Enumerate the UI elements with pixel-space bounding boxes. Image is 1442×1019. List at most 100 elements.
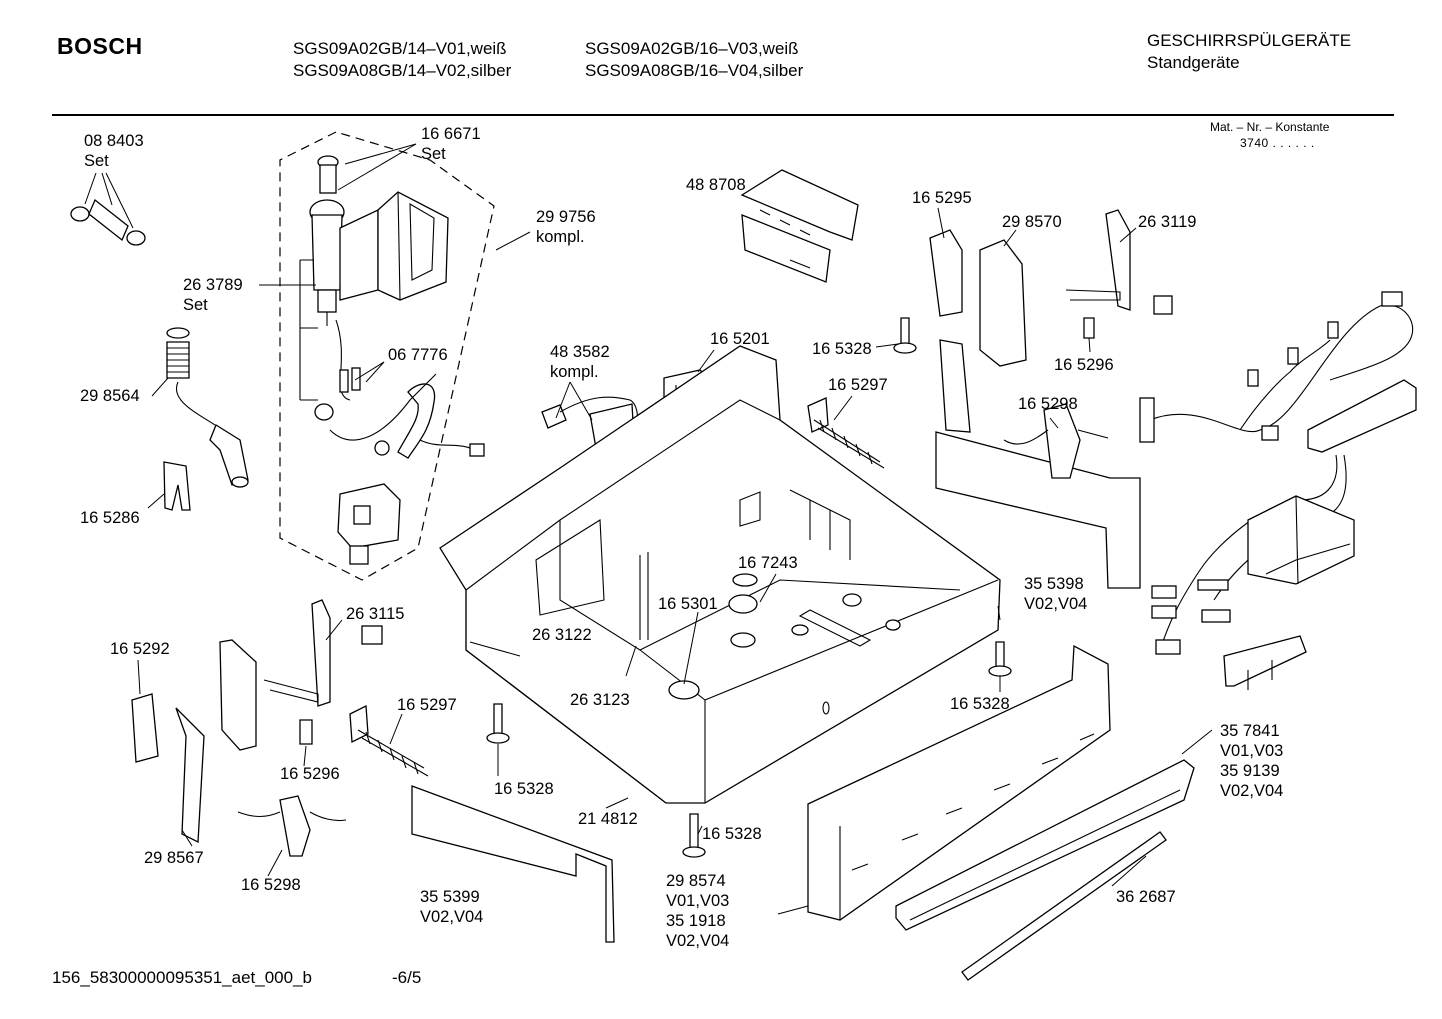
adjustable-foot-drawing	[893, 317, 917, 354]
part-number-label: 48 8708	[686, 176, 746, 194]
part-number-label: 16 5328	[812, 340, 872, 358]
part-number-line: 16 6671	[421, 125, 481, 143]
part-number-label: 16 5296	[1054, 356, 1114, 374]
part-number-line: 16 5201	[710, 330, 770, 348]
part-number-label: 29 8570	[1002, 213, 1062, 231]
part-number-line: 29 8567	[144, 849, 204, 867]
part-number-label: 26 3115	[346, 605, 404, 623]
category-title: GESCHIRRSPÜLGERÄTE	[1147, 31, 1352, 50]
part-number-line: V02,V04	[666, 932, 729, 950]
part-number-line: kompl.	[536, 228, 585, 246]
adjustable-foot-drawing	[988, 641, 1012, 677]
part-number-label: 16 5298	[1018, 395, 1078, 413]
part-number-line: 16 5296	[280, 765, 340, 783]
part-number-line: 16 5301	[658, 595, 718, 613]
part-number-label: 16 5297	[828, 376, 888, 394]
part-number-line: 21 4812	[578, 810, 638, 828]
part-number-line: 35 5398	[1024, 575, 1084, 593]
front-panel-drawing	[895, 759, 1195, 931]
material-number-block: Mat. – Nr. – Konstante 3740 . . . . . .	[1210, 119, 1329, 151]
part-number-label: 26 3122	[532, 626, 592, 644]
model-line: SGS09A08GB/14–V02,silber	[293, 61, 512, 80]
part-number-label: 29 8567	[144, 849, 204, 867]
part-number-line: Set	[421, 145, 446, 163]
category-subtitle: Standgeräte	[1147, 53, 1240, 72]
leader-lines	[137, 143, 1213, 915]
part-number-line: 35 9139	[1220, 762, 1280, 780]
kick-plate-right-drawing	[807, 644, 1111, 921]
part-number-label: 16 5286	[80, 509, 140, 527]
part-number-line: 16 5286	[80, 509, 140, 527]
hinge-spring-drawing	[807, 397, 885, 469]
material-label: Mat. – Nr. – Konstante	[1210, 120, 1330, 134]
part-number-label: 16 5328	[494, 780, 554, 798]
part-number-line: V01,V03	[1220, 742, 1283, 760]
part-number-line: 26 3122	[532, 626, 592, 644]
part-number-label: 16 5297	[397, 696, 457, 714]
part-number-line: 08 8403	[84, 132, 144, 150]
part-number-line: 16 5328	[812, 340, 872, 358]
part-number-line: 26 3789	[183, 276, 243, 294]
part-number-label: 26 3123	[570, 691, 630, 709]
wiring-harness-drawing	[1139, 291, 1417, 690]
model-line: SGS09A08GB/16–V04,silber	[585, 61, 804, 80]
part-number-line: 29 8570	[1002, 213, 1062, 231]
part-number-label: 29 8564	[80, 387, 140, 405]
model-line: SGS09A02GB/14–V01,weiß	[293, 39, 507, 58]
part-number-line: 16 5328	[494, 780, 554, 798]
control-module-drawing	[740, 169, 859, 283]
adjustable-foot-drawing	[682, 813, 706, 858]
inlet-hose-drawing	[166, 327, 249, 488]
model-list-right: SGS09A02GB/16–V03,weiß SGS09A08GB/16–V04…	[585, 38, 803, 82]
trim-strip-drawing	[961, 831, 1167, 981]
part-number-label: 16 5201	[710, 330, 770, 348]
part-number-line: V01,V03	[666, 892, 729, 910]
part-number-label: 16 5328	[950, 695, 1010, 713]
adjustable-foot-drawing	[486, 703, 510, 744]
part-number-line: 26 3119	[1138, 213, 1196, 231]
hinge-spring-drawing	[349, 704, 429, 777]
part-number-line: 16 5328	[702, 825, 762, 843]
document-id: 156_58300000095351_aet_000_b	[52, 968, 312, 987]
part-number-label: 36 2687	[1116, 888, 1176, 906]
part-number-label: 16 5301	[658, 595, 718, 613]
header-divider	[52, 114, 1394, 116]
part-number-line: 26 3123	[570, 691, 630, 709]
part-number-line: 16 5298	[1018, 395, 1078, 413]
part-number-line: 35 7841	[1220, 722, 1280, 740]
part-number-line: 16 5297	[828, 376, 888, 394]
hose-clamp-set-drawing	[70, 172, 146, 246]
part-number-line: 29 8574	[666, 872, 726, 890]
part-number-line: 48 8708	[686, 176, 746, 194]
part-number-line: V02,V04	[1024, 595, 1087, 613]
part-number-line: 35 5399	[420, 888, 480, 906]
part-number-line: 36 2687	[1116, 888, 1176, 906]
part-number-line: 29 8564	[80, 387, 140, 405]
part-number-label: 21 4812	[578, 810, 638, 828]
side-frame-left-drawing	[131, 599, 383, 857]
model-line: SGS09A02GB/16–V03,weiß	[585, 39, 799, 58]
assembly-group-outline	[279, 131, 495, 581]
base-tub-drawing	[439, 345, 1001, 804]
part-number-line: Set	[84, 152, 109, 170]
part-number-label: 16 5292	[110, 640, 170, 658]
part-number-line: kompl.	[550, 363, 599, 381]
side-frame-right-drawing	[929, 209, 1173, 589]
part-number-line: Set	[183, 296, 208, 314]
part-number-label: 16 5296	[280, 765, 340, 783]
part-number-line: 16 5296	[1054, 356, 1114, 374]
part-number-label: 26 3119	[1138, 213, 1196, 231]
model-list-left: SGS09A02GB/14–V01,weiß SGS09A08GB/14–V02…	[293, 38, 511, 82]
clip-16-5286-drawing	[163, 461, 191, 511]
part-number-line: 35 1918	[666, 912, 726, 930]
